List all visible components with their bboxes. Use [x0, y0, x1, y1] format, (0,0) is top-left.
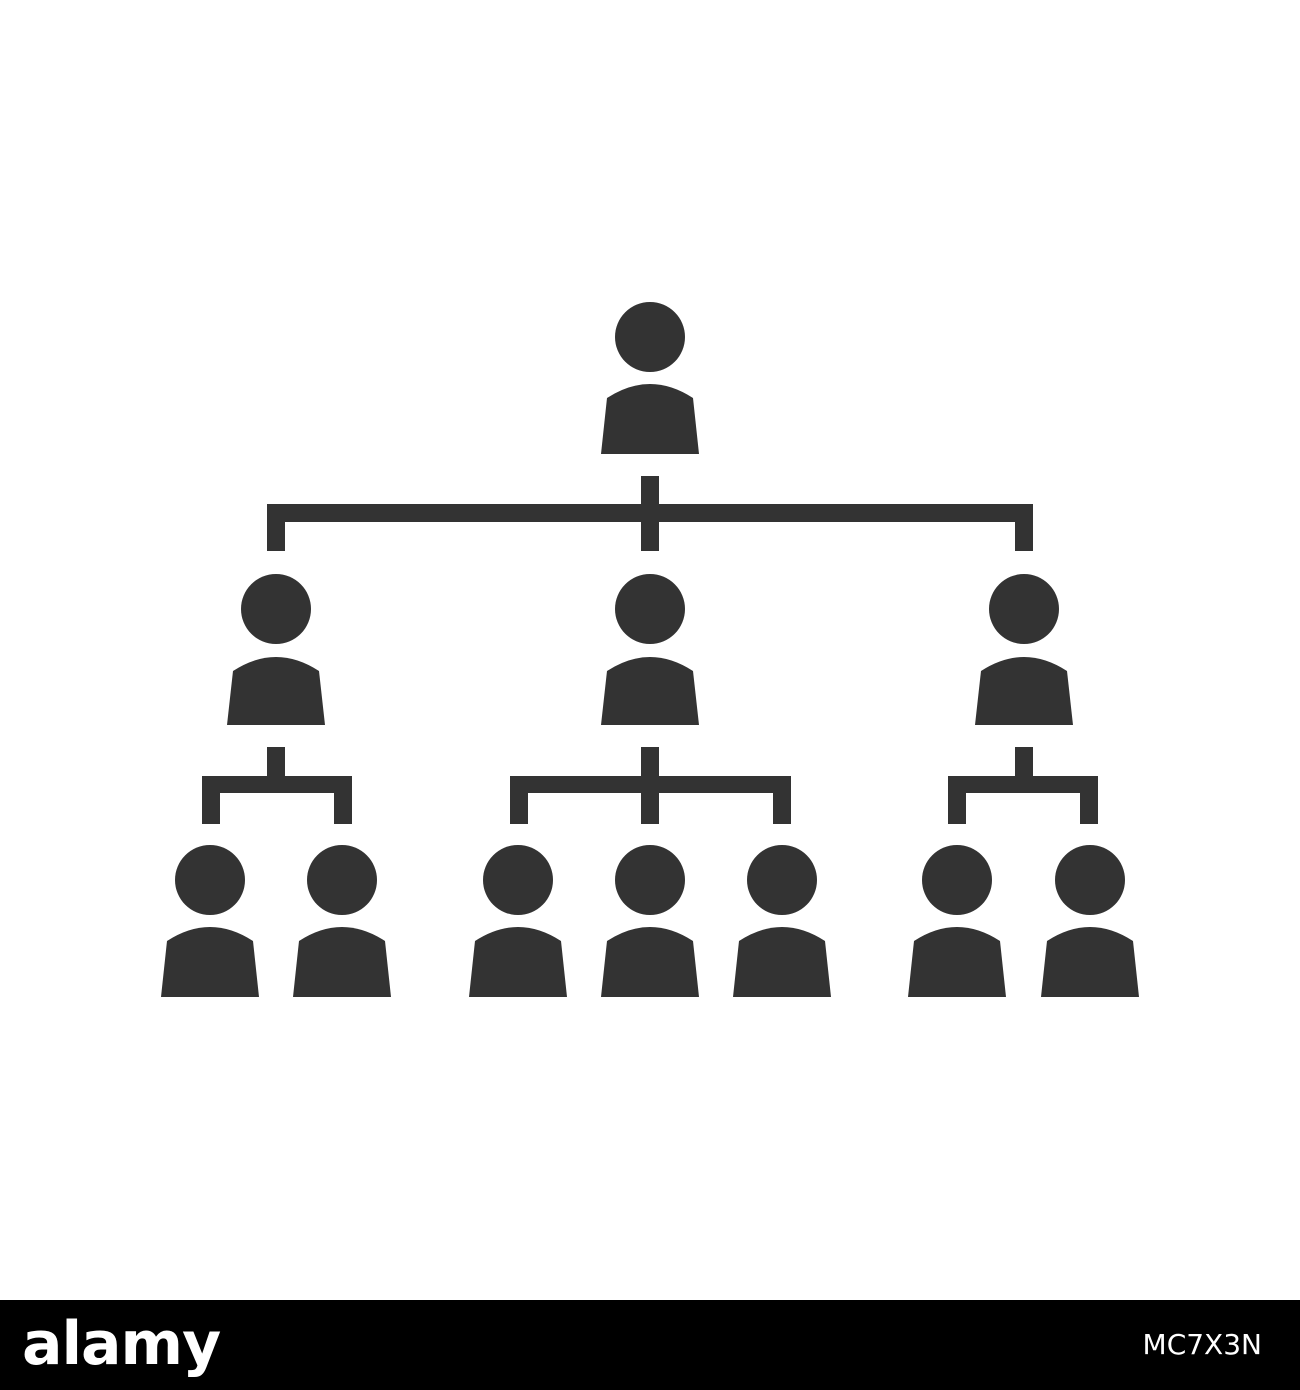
person-icon-level-2-1	[227, 574, 325, 725]
person-icon-level-3-5	[733, 845, 831, 997]
connector-stem-group-1	[267, 747, 285, 777]
person-icon-level-3-4	[601, 845, 699, 997]
person-icon-level-3-7	[1041, 845, 1139, 997]
person-head	[307, 845, 377, 915]
person-head	[615, 302, 685, 372]
person-body	[601, 927, 699, 997]
person-icon-level-3-1	[161, 845, 259, 997]
person-icon-level-2-2	[601, 574, 699, 725]
connector-drop-group-3-a	[948, 776, 966, 824]
person-head	[747, 845, 817, 915]
org-chart-diagram	[161, 302, 1139, 997]
person-head	[1055, 845, 1125, 915]
person-icon-level-3-6	[908, 845, 1006, 997]
connector-stem-group-3	[1015, 747, 1033, 777]
person-body	[469, 927, 567, 997]
person-head	[989, 574, 1059, 644]
alamy-logo: alamy	[22, 1309, 221, 1379]
org-chart-icon	[161, 302, 1139, 997]
person-head	[615, 574, 685, 644]
person-body	[161, 927, 259, 997]
connector-drop-group-2-c	[773, 776, 791, 824]
person-body	[1041, 927, 1139, 997]
person-icon-level-3-2	[293, 845, 391, 997]
person-body	[908, 927, 1006, 997]
connector-bar-group-2	[510, 776, 791, 793]
person-icon-level-2-3	[975, 574, 1073, 725]
person-icon-level-1	[601, 302, 699, 454]
person-body	[601, 657, 699, 725]
connector-drop-group-1-b	[334, 776, 352, 824]
person-body	[227, 657, 325, 725]
connector-drop-right	[1015, 504, 1033, 551]
connector-bar-top	[267, 504, 1033, 522]
person-head	[615, 845, 685, 915]
person-icon-level-3-3	[469, 845, 567, 997]
footer-bar: alamy MC7X3N	[0, 1300, 1300, 1390]
person-body	[293, 927, 391, 997]
connector-bar-group-3	[948, 776, 1098, 793]
person-head	[175, 845, 245, 915]
person-body	[733, 927, 831, 997]
connector-drop-group-3-b	[1080, 776, 1098, 824]
person-body	[601, 384, 699, 454]
connector-drop-group-1-a	[202, 776, 220, 824]
person-head	[922, 845, 992, 915]
connector-drop-group-2-a	[510, 776, 528, 824]
person-head	[241, 574, 311, 644]
person-head	[483, 845, 553, 915]
person-body	[975, 657, 1073, 725]
image-id: MC7X3N	[1142, 1328, 1262, 1361]
connector-bar-group-1	[202, 776, 352, 793]
connector-drop-left	[267, 504, 285, 551]
